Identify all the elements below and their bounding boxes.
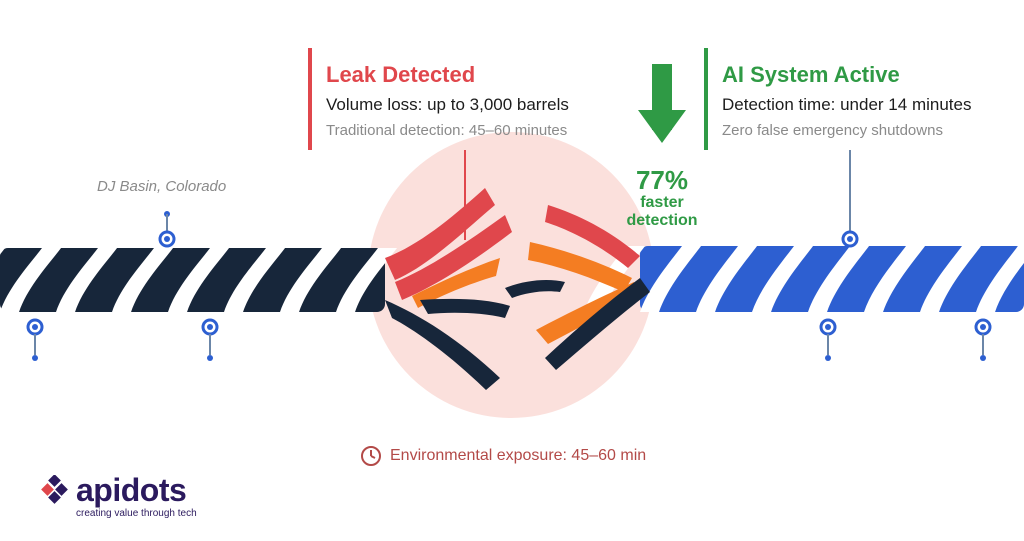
rope-strand-highlight bbox=[640, 246, 702, 312]
right-rope bbox=[584, 246, 1024, 312]
leak-title: Leak Detected bbox=[326, 62, 476, 87]
rope-strand-highlight bbox=[976, 246, 1024, 312]
rope-strand-highlight bbox=[752, 246, 814, 312]
ai-detection-time: Detection time: under 14 minutes bbox=[722, 95, 972, 114]
rope-break bbox=[385, 188, 650, 390]
rope-strand-highlight bbox=[808, 246, 870, 312]
clock-icon bbox=[361, 446, 381, 466]
rope-strand-highlight bbox=[920, 246, 982, 312]
rope-strand-highlight bbox=[0, 248, 62, 312]
rope-strand-highlight bbox=[112, 248, 174, 312]
ai-false-shutdowns: Zero false emergency shutdowns bbox=[722, 122, 943, 139]
logo-name: apidots bbox=[76, 472, 187, 508]
rope-strand-highlight bbox=[696, 246, 758, 312]
rope-strand-highlight bbox=[864, 246, 926, 312]
leak-volume-loss: Volume loss: up to 3,000 barrels bbox=[326, 95, 569, 114]
brand-logo: apidots creating value through tech bbox=[40, 474, 197, 519]
improvement-line2: detection bbox=[626, 212, 698, 229]
ai-title: AI System Active bbox=[722, 62, 900, 87]
rope-strand-highlight bbox=[336, 248, 398, 312]
leak-callout: Leak Detected Volume loss: up to 3,000 b… bbox=[308, 48, 569, 150]
logo-mark-icon bbox=[41, 475, 68, 504]
ai-callout: AI System Active Detection time: under 1… bbox=[704, 48, 971, 150]
exposure-text: Environmental exposure: 45–60 min bbox=[390, 447, 647, 464]
improvement-percent: 77% bbox=[635, 165, 689, 195]
exposure-note: Environmental exposure: 45–60 min bbox=[360, 445, 646, 467]
logo-tagline: creating value through tech bbox=[76, 508, 197, 519]
down-arrow-icon bbox=[638, 64, 686, 143]
location-label: DJ Basin, Colorado bbox=[97, 178, 227, 195]
sensor-markers bbox=[26, 211, 992, 361]
rope-strand-highlight bbox=[168, 248, 230, 312]
improvement-line1: faster bbox=[640, 194, 684, 211]
left-rope bbox=[0, 248, 398, 312]
leak-traditional-detection: Traditional detection: 45–60 minutes bbox=[326, 122, 568, 139]
rope-strand-highlight bbox=[280, 248, 342, 312]
improvement-stat: 77% faster detection bbox=[612, 166, 712, 230]
rope-strand-highlight bbox=[0, 248, 6, 255]
rope-strand-highlight bbox=[224, 248, 286, 312]
rope-strand-highlight bbox=[56, 248, 118, 312]
